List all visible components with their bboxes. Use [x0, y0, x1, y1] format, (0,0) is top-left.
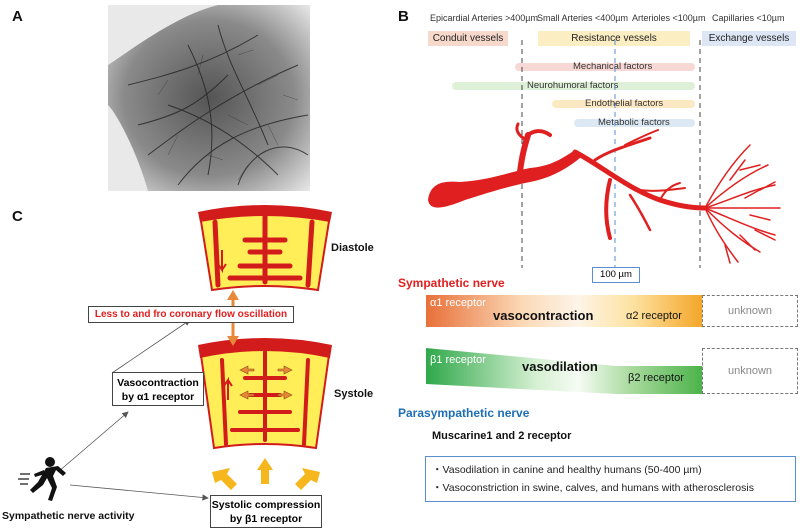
metabolic-factors-bar: [574, 119, 695, 127]
panel-c-diagram: [18, 205, 332, 501]
runner-icon: [18, 457, 66, 501]
systolic-compression-line2: by β1 receptor: [229, 513, 303, 525]
vasocontraction-alpha1-box: Vasocontraction by α1 receptor: [112, 372, 204, 406]
angiogram-image: [108, 5, 310, 191]
systole-label: Systole: [334, 388, 374, 400]
alpha1-receptor-label: α1 receptor: [430, 297, 486, 309]
beta2-receptor-label: β2 receptor: [628, 372, 684, 384]
resistance-vessels-label: Resistance vessels: [538, 31, 690, 46]
beta-receptor-gradient: [426, 348, 702, 394]
sympathetic-activity-label: Sympathetic nerve activity: [2, 510, 135, 522]
unknown-beta-box: unknown: [702, 348, 798, 394]
vasocontraction-alpha1-line2: by α1 receptor: [121, 391, 195, 403]
diastole-label: Diastole: [331, 242, 374, 254]
muscarine-receptor-label: Muscarine1 and 2 receptor: [432, 430, 572, 442]
panel-letter-c: C: [12, 208, 23, 225]
vessel-class-capillaries: Capillaries <10µm: [712, 13, 785, 23]
systolic-compression-line1: Systolic compression: [211, 499, 321, 511]
sympathetic-nerve-title: Sympathetic nerve: [398, 276, 505, 290]
vasocontraction-label: vasocontraction: [493, 308, 594, 323]
exchange-vessels-label: Exchange vessels: [702, 31, 796, 46]
parasympathetic-effects-box: ・Vasodilation in canine and healthy huma…: [425, 456, 796, 502]
alpha-receptor-gradient: [426, 295, 702, 327]
neurohumoral-factors-label: Neurohumoral factors: [527, 80, 619, 91]
parasympathetic-nerve-title: Parasympathetic nerve: [398, 406, 530, 420]
beta1-receptor-label: β1 receptor: [430, 354, 486, 366]
diastole-segment: [198, 205, 332, 292]
conduit-vessels-label: Conduit vessels: [428, 31, 508, 46]
vasodilation-label: vasodilation: [522, 359, 598, 374]
scale-label: 100 µm: [592, 267, 640, 283]
endothelial-factors-label: Endothelial factors: [585, 98, 664, 109]
panel-letter-b: B: [398, 8, 409, 25]
vessel-class-arterioles: Arterioles <100µm: [632, 13, 706, 23]
systole-segment: [198, 338, 332, 450]
panel-letter-a: A: [12, 8, 23, 25]
metabolic-factors-label: Metabolic factors: [598, 117, 670, 128]
mechanical-factors-bar: [515, 63, 695, 71]
vasocontraction-alpha1-line1: Vasocontraction: [117, 377, 199, 389]
alpha2-receptor-label: α2 receptor: [626, 310, 682, 322]
mechanical-factors-label: Mechanical factors: [573, 61, 653, 72]
vessel-class-small-arteries: Small Arteries <400µm: [537, 13, 628, 23]
systolic-compression-box: Systolic compression by β1 receptor: [210, 495, 322, 528]
vessel-tree-diagram: [428, 40, 781, 275]
compression-arrows: [212, 458, 320, 490]
unknown-alpha-box: unknown: [702, 295, 798, 327]
vessel-class-epicardial: Epicardial Arteries >400µm: [430, 13, 538, 23]
oscillation-box: Less to and fro coronary flow oscillatio…: [88, 306, 294, 323]
neurohumoral-factors-bar: [452, 82, 695, 90]
effect-vasoconstriction: ・Vasoconstriction in swine, calves, and …: [432, 482, 754, 494]
endothelial-factors-bar: [552, 100, 695, 108]
effect-vasodilation: ・Vasodilation in canine and healthy huma…: [432, 464, 702, 476]
